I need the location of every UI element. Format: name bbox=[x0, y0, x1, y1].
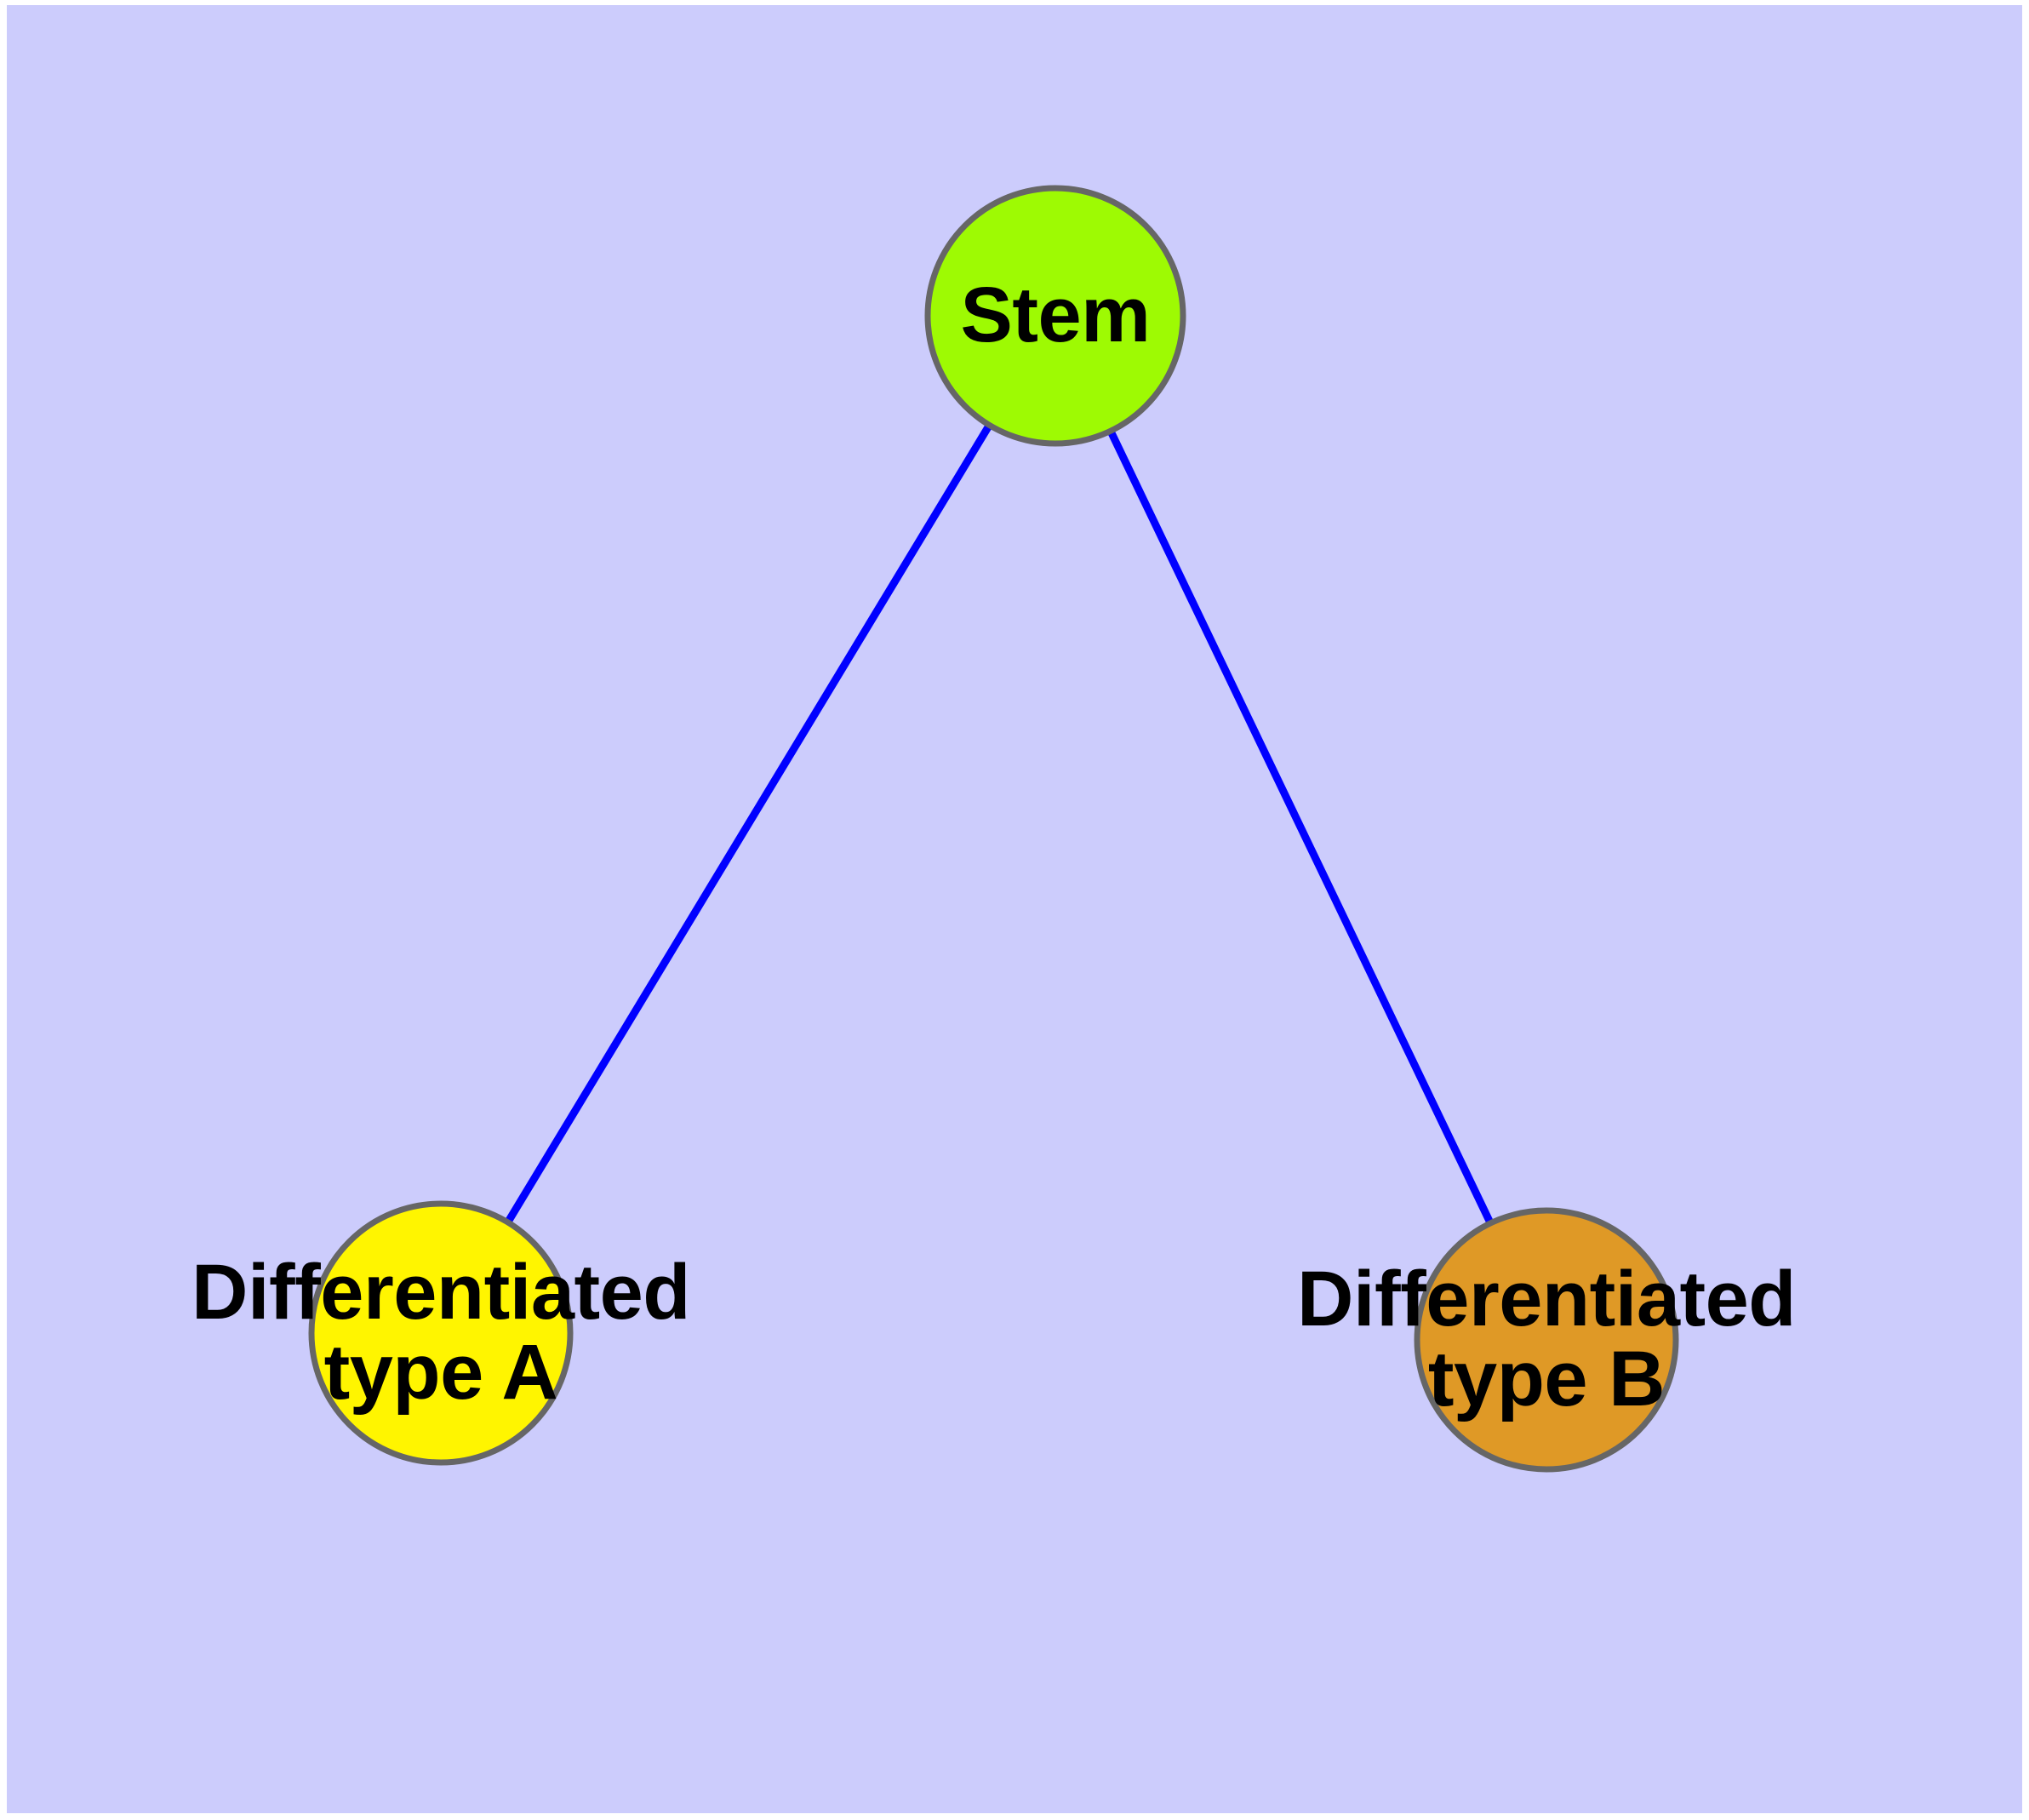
edge-stem-diff-b bbox=[1051, 314, 1551, 1342]
edge-layer bbox=[437, 313, 1551, 1342]
edge-stem-diff-a bbox=[437, 313, 1059, 1336]
graph-node-diff_b[interactable] bbox=[1414, 1207, 1679, 1473]
node-layer bbox=[308, 185, 1679, 1473]
graph-node-diff_a[interactable] bbox=[308, 1200, 574, 1466]
graph-node-stem[interactable] bbox=[924, 185, 1186, 447]
